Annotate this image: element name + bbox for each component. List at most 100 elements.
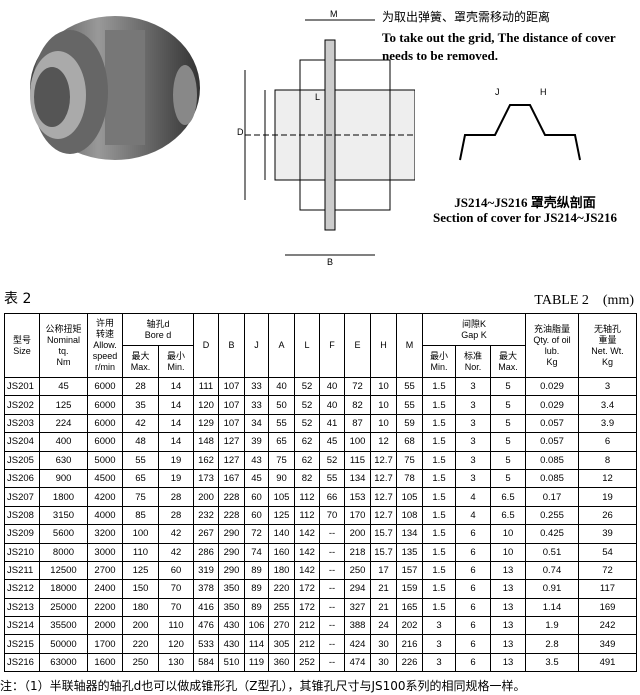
table-cell: 10 — [370, 376, 397, 397]
dim-H: H — [540, 87, 547, 97]
table-cell: 6000 — [87, 376, 123, 397]
table-cell: 1.5 — [422, 487, 456, 507]
footnote: 注：（1）半联轴器的轴孔d也可以做成锥形孔（Z型孔），其锥孔尺寸与JS100系列… — [0, 679, 526, 693]
table-cell: 212 — [294, 616, 320, 636]
table-cell: 72 — [344, 376, 371, 397]
table-cell: 4 — [455, 505, 491, 526]
table-cell: 1.5 — [422, 413, 456, 434]
table-cell: 2200 — [87, 597, 123, 618]
table-cell: 388 — [344, 616, 371, 636]
table-cell: 130 — [158, 652, 194, 673]
table-cell: 0.057 — [525, 432, 579, 452]
table-cell: JS206 — [4, 468, 40, 489]
table-cell: 170 — [344, 505, 371, 526]
table-cell: 5600 — [39, 524, 88, 544]
table-cell: 180 — [122, 597, 159, 618]
note-cn: 为取出弹簧、罩壳需移动的距离 — [382, 10, 551, 24]
table-cell: 87 — [344, 413, 371, 434]
table-cell: -- — [319, 652, 345, 673]
table-cell: 900 — [39, 468, 88, 489]
table-cell: 5 — [490, 395, 526, 415]
table-cell: 65 — [122, 468, 159, 489]
table-cell: 74 — [244, 542, 269, 562]
table-cell: 0.425 — [525, 524, 579, 544]
table-cell: JS213 — [4, 597, 40, 618]
dim-B: B — [327, 257, 333, 267]
header-A: A — [268, 313, 295, 378]
table-cell: 349 — [578, 634, 637, 654]
header-B: B — [218, 313, 245, 378]
table-cell: 89 — [244, 560, 269, 581]
table-cell: 108 — [396, 505, 423, 526]
table-cell: 1.5 — [422, 395, 456, 415]
table-cell: 12500 — [39, 560, 88, 581]
dim-L: L — [315, 92, 320, 102]
table-cell: 0.085 — [525, 450, 579, 470]
table-cell: 12 — [370, 432, 397, 452]
table-cell: 55 — [319, 468, 345, 489]
table-cell: 474 — [344, 652, 371, 673]
table-cell: 89 — [244, 597, 269, 618]
table-cell: 3.9 — [578, 413, 637, 434]
dim-D: D — [237, 127, 244, 137]
table-cell: 4200 — [87, 487, 123, 507]
table-cell: -- — [319, 579, 345, 599]
table-cell: 13 — [490, 579, 526, 599]
table-cell: 125 — [122, 560, 159, 581]
table-cell: 120 — [158, 634, 194, 654]
table-cell: 6 — [455, 542, 491, 562]
header-D: D — [193, 313, 219, 378]
table-cell: 3 — [455, 450, 491, 470]
table-cell: 6 — [455, 560, 491, 581]
table-cell: 78 — [396, 468, 423, 489]
table-cell: 75 — [122, 487, 159, 507]
table-cell: 3 — [455, 395, 491, 415]
note-en-1: To take out the grid, The distance of co… — [382, 30, 616, 45]
table-cell: 142 — [294, 560, 320, 581]
table-cell: 13 — [490, 634, 526, 654]
table-cell: 3 — [422, 634, 456, 654]
table-cell: 6 — [455, 579, 491, 599]
table-cell: 252 — [294, 652, 320, 673]
table-cell: 228 — [218, 487, 245, 507]
table-cell: 52 — [294, 376, 320, 397]
table-cell: 319 — [193, 560, 219, 581]
table-cell: 153 — [344, 487, 371, 507]
table-cell: 100 — [344, 432, 371, 452]
table-cell: 3.5 — [525, 652, 579, 673]
table-cell: 107 — [218, 413, 245, 434]
table-cell: 41 — [319, 413, 345, 434]
header-H: H — [370, 313, 397, 378]
table-cell: 21 — [370, 597, 397, 618]
table-cell: 3 — [422, 616, 456, 636]
table-cell: 150 — [122, 579, 159, 599]
table-cell: 224 — [39, 413, 88, 434]
table-cell: 105 — [268, 487, 295, 507]
table-cell: 60 — [158, 560, 194, 581]
table-cell: 0.91 — [525, 579, 579, 599]
dim-J: J — [495, 87, 500, 97]
table-cell: 14 — [158, 413, 194, 434]
table-cell: 12.7 — [370, 468, 397, 489]
header-L: L — [294, 313, 320, 378]
table-cell: -- — [319, 597, 345, 618]
table-cell: 115 — [344, 450, 371, 470]
table-cell: 66 — [319, 487, 345, 507]
table-cell: 3 — [455, 413, 491, 434]
table-cell: 4 — [455, 487, 491, 507]
table-title-en: TABLE 2 (mm) — [534, 293, 634, 308]
table-cell: 286 — [193, 542, 219, 562]
table-cell: 6.5 — [490, 505, 526, 526]
table-cell: 202 — [396, 616, 423, 636]
table-cell: 14 — [158, 395, 194, 415]
